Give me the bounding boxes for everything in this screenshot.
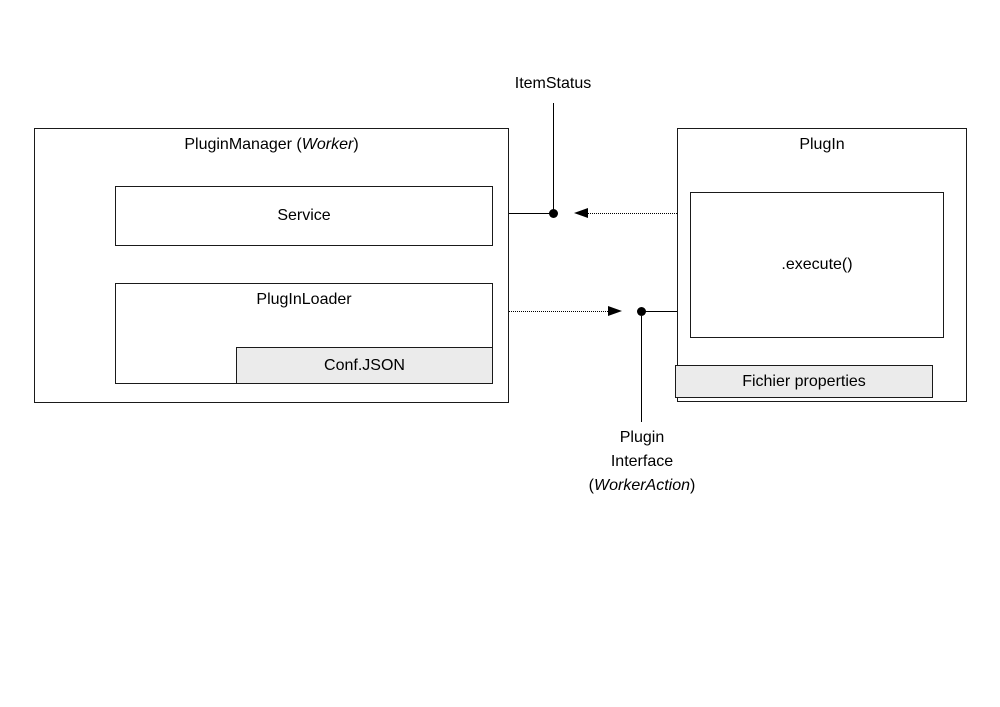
item-status-leader-line [553, 103, 554, 210]
execute-box: .execute() [690, 192, 944, 338]
plugin-manager-title: PluginManager (Worker) [35, 136, 508, 154]
arrowhead-left-icon [574, 208, 588, 218]
item-status-label: ItemStatus [473, 75, 633, 93]
lower-connector-dotted-line [509, 311, 608, 312]
plugin-manager-title-prefix: PluginManager ( [184, 136, 302, 153]
plugin-manager-title-italic: Worker [301, 136, 354, 153]
plugin-interface-line2: Interface [610, 453, 674, 470]
upper-connector-solid-line [509, 213, 554, 214]
upper-connector-dotted-line [588, 213, 677, 214]
plugin-loader-box: PlugInLoader Conf.JSON [115, 283, 493, 384]
conf-json-box: Conf.JSON [236, 347, 493, 384]
service-label: Service [277, 207, 331, 224]
plugin-interface-italic: WorkerAction [593, 477, 691, 494]
plugin-interface-paren-close: ) [690, 477, 696, 494]
interface-leader-line [641, 316, 642, 422]
fichier-properties-label: Fichier properties [742, 372, 866, 390]
plugin-box: PlugIn .execute() [677, 128, 967, 402]
fichier-properties-box: Fichier properties [675, 365, 933, 398]
arrowhead-right-icon [608, 306, 622, 316]
execute-label: .execute() [781, 256, 853, 273]
service-box: Service [115, 186, 493, 246]
plugin-title: PlugIn [799, 136, 845, 153]
plugin-interface-paren-open: ( [588, 477, 594, 494]
plugin-loader-label: PlugInLoader [256, 291, 352, 308]
lower-connector-solid-line [645, 311, 677, 312]
lower-connector-dot [637, 307, 646, 316]
plugin-interface-line3: (WorkerAction) [552, 474, 732, 498]
item-status-text: ItemStatus [514, 75, 592, 92]
plugin-manager-box: PluginManager (Worker) Service PlugInLoa… [34, 128, 509, 403]
upper-connector-dot [549, 209, 558, 218]
plugin-manager-title-suffix: ) [353, 136, 359, 153]
plugin-interface-label: Plugin Interface (WorkerAction) [552, 426, 732, 498]
conf-json-label: Conf.JSON [324, 356, 405, 374]
plugin-interface-line1: Plugin [619, 429, 665, 446]
